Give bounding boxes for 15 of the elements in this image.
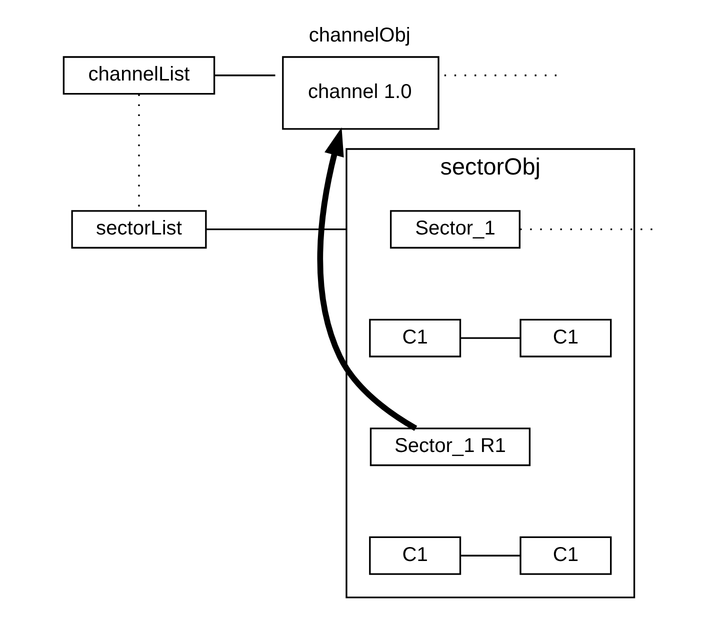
node-box: Sector_1 xyxy=(390,210,520,249)
connector xyxy=(206,228,346,230)
node-label: channelObj xyxy=(308,24,410,46)
connector xyxy=(214,74,276,76)
node-box: C1 xyxy=(369,318,462,358)
node-box: sectorList xyxy=(71,210,207,249)
node-box: C1 xyxy=(520,318,612,358)
node-box: Sector_1 R1 xyxy=(370,428,531,466)
connector xyxy=(460,337,520,339)
connector xyxy=(460,554,520,556)
node-box: channel 1.0 xyxy=(282,56,440,130)
arrow xyxy=(317,127,418,431)
node-box: channelList xyxy=(62,56,216,95)
node-box: C1 xyxy=(369,536,462,575)
node-box: C1 xyxy=(520,536,612,575)
